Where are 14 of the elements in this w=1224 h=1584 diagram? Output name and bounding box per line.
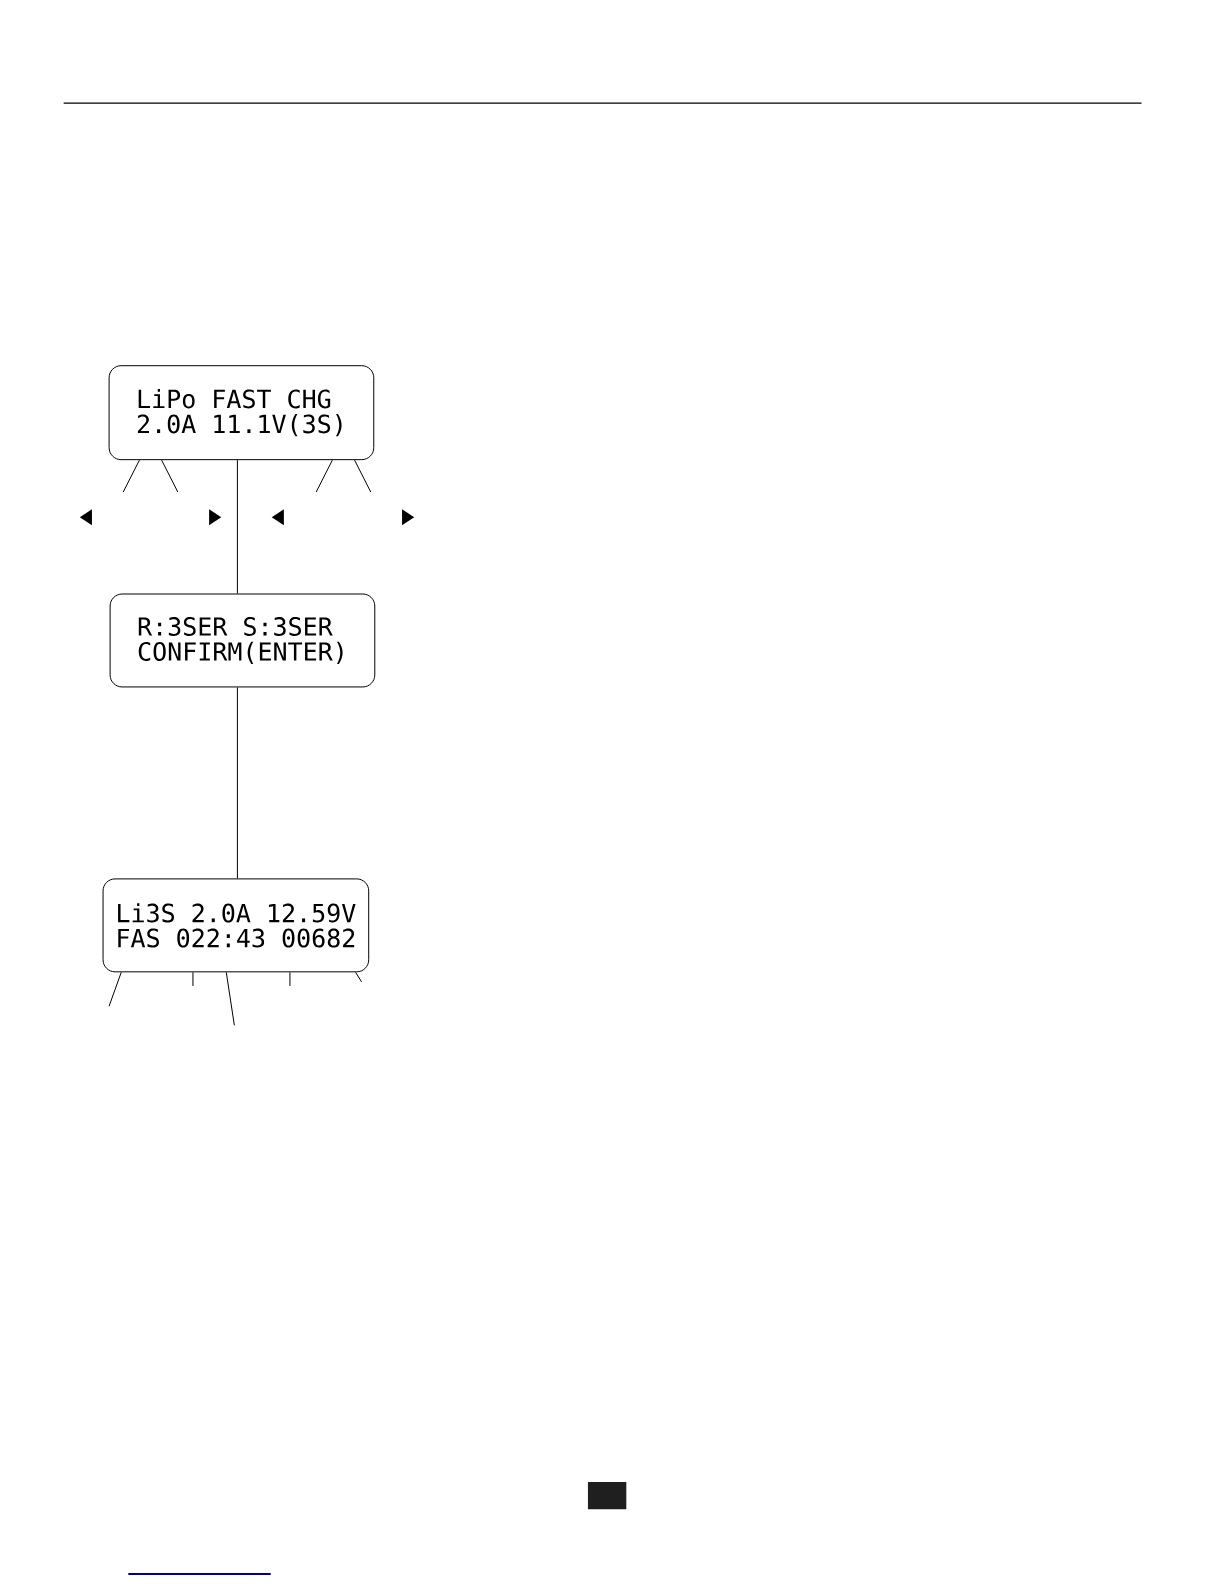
leader-line (122, 459, 140, 493)
leader-line (289, 971, 291, 987)
leader-line (225, 971, 235, 1026)
leader-line (315, 459, 333, 493)
connector-line (236, 686, 238, 879)
leader-line (354, 971, 362, 983)
lcd-display: LiPo FAST CHG 2.0A 11.1V(3S) (108, 365, 375, 461)
leader-line (192, 971, 194, 987)
leader-line (108, 971, 122, 1007)
leader-line (353, 459, 372, 493)
lcd-display: Li3S 2.0A 12.59V FAS 022:43 00682 (102, 878, 370, 973)
lcd-display: R:3SER S:3SER CONFIRM(ENTER) (109, 593, 376, 688)
connector-line (236, 459, 238, 594)
leader-line (160, 459, 179, 493)
